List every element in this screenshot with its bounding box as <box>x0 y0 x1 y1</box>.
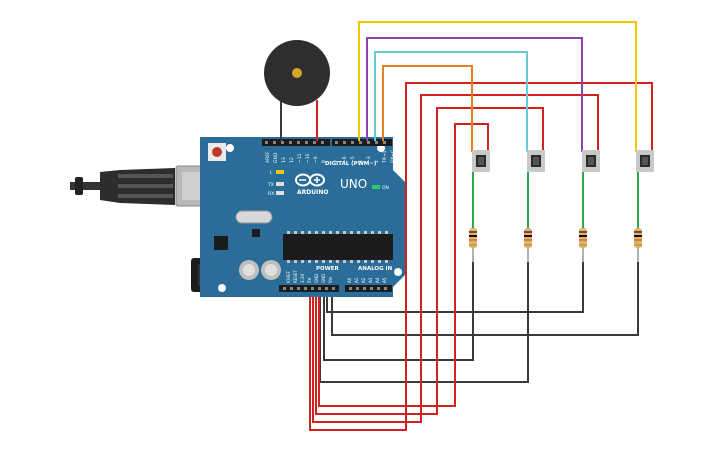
usb-cable <box>70 168 175 205</box>
resistor-1[interactable] <box>469 228 477 262</box>
pin-label: ~3 <box>366 156 372 163</box>
resistor-4[interactable] <box>634 228 642 262</box>
svg-text:3.3V: 3.3V <box>300 274 305 283</box>
svg-text:A0: A0 <box>347 277 352 283</box>
svg-text:L: L <box>270 170 273 176</box>
pin-label-gnd: GND <box>273 152 279 163</box>
pin-label: RX←0 <box>390 150 396 163</box>
pin-label: ~5 <box>350 156 356 163</box>
voltage-regulator <box>214 236 228 250</box>
capacitors <box>239 260 281 280</box>
buzzer-hole <box>292 68 302 78</box>
power-label: POWER <box>316 266 340 272</box>
svg-text:A4: A4 <box>375 277 380 283</box>
pin-label: 2 <box>374 160 380 163</box>
green-wires <box>472 172 639 228</box>
pin-label: 13 <box>281 157 287 163</box>
digital-header-left <box>262 139 330 146</box>
analog-label: ANALOG IN <box>358 266 393 272</box>
svg-text:A3: A3 <box>368 277 373 283</box>
piezo-buzzer[interactable] <box>264 40 330 140</box>
svg-text:GND: GND <box>321 274 326 283</box>
pushbutton-2[interactable] <box>527 150 545 172</box>
digital-label: DIGITAL (PWM~) <box>325 161 377 167</box>
model-label: UNO <box>340 177 367 191</box>
crystal-oscillator <box>235 210 273 224</box>
gnd-wires <box>319 262 639 383</box>
brand-label: ARDUINO <box>297 189 328 196</box>
pin-label: 8 <box>321 160 327 163</box>
on-label: ON <box>382 185 389 191</box>
mounting-hole <box>394 268 402 276</box>
pin-label-aref: AREF <box>265 151 271 163</box>
pushbutton-1[interactable] <box>472 150 490 172</box>
svg-text:Vin: Vin <box>328 276 333 283</box>
atmega-chip <box>283 231 393 263</box>
svg-text:RESET: RESET <box>293 270 298 283</box>
mounting-hole <box>218 284 226 292</box>
arduino-logo <box>295 173 325 187</box>
mounting-hole <box>226 144 234 152</box>
signal-wire-orange <box>382 65 473 152</box>
svg-text:A2: A2 <box>361 277 366 283</box>
vcc-wire-1 <box>318 123 489 407</box>
pin-label: ~9 <box>313 156 319 163</box>
gnd-wire-1 <box>323 262 474 361</box>
vcc-wire-2 <box>315 107 544 415</box>
pin-label: 12 <box>289 157 295 163</box>
vcc-wires <box>309 82 653 431</box>
svg-text:A1: A1 <box>354 277 359 283</box>
svg-text:5V: 5V <box>307 277 312 283</box>
signal-wires <box>358 21 637 152</box>
svg-text:IOREF: IOREF <box>286 270 291 283</box>
status-leds: L TX RX <box>267 170 284 197</box>
signal-wire-cyan <box>374 51 528 152</box>
signal-wire-yellow <box>358 21 637 152</box>
signal-wire-purple <box>366 37 583 152</box>
power-header <box>279 285 339 292</box>
resistor-2[interactable] <box>524 228 532 262</box>
pushbutton-3[interactable] <box>582 150 600 172</box>
on-led <box>372 185 380 189</box>
arduino-board[interactable]: AREF GND 13 12 ~11 ~10 ~9 8 7 ~6 ~5 4 ~3… <box>200 137 405 297</box>
svg-text:TX: TX <box>267 182 274 188</box>
svg-text:RX: RX <box>268 191 274 197</box>
pin-label: TX→1 <box>382 150 388 164</box>
pushbutton-4[interactable] <box>636 150 654 172</box>
reset-button[interactable] <box>208 143 226 161</box>
pin-label: 7 <box>334 160 340 163</box>
smd-chip <box>252 229 260 237</box>
digital-header-pins <box>265 141 386 144</box>
vcc-wire-3 <box>312 94 599 423</box>
analog-header <box>345 285 392 292</box>
resistor-3[interactable] <box>579 228 587 262</box>
vcc-wire-4 <box>309 82 653 431</box>
svg-text:GND: GND <box>314 274 319 283</box>
pin-label: ~11 <box>297 153 303 163</box>
pin-label: ~6 <box>342 156 348 163</box>
pin-label: 4 <box>358 160 364 163</box>
svg-text:A5: A5 <box>382 277 387 283</box>
pin-label: ~10 <box>305 153 311 163</box>
